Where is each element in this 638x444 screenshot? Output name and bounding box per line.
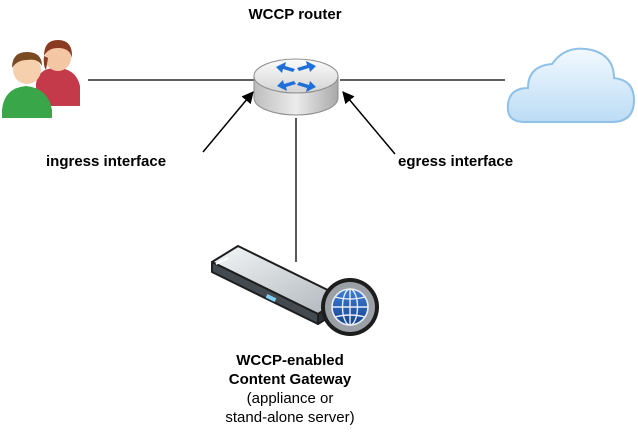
gateway-note-line1: (appliance or — [246, 390, 334, 407]
gateway-caption: WCCP-enabled Content Gateway (appliance … — [190, 351, 390, 427]
router-icon — [253, 58, 339, 116]
ingress-arrow — [202, 91, 254, 153]
ingress-interface-label: ingress interface — [46, 153, 167, 170]
gateway-note-line2: stand-alone server) — [225, 409, 355, 426]
gateway-title-line2: Content Gateway — [228, 371, 352, 388]
gateway-title-line1: WCCP-enabled — [236, 352, 344, 369]
cloud-icon — [506, 47, 636, 123]
egress-arrow — [342, 91, 396, 155]
users-icon — [2, 40, 80, 118]
connection-lines — [88, 79, 505, 262]
globe-icon — [321, 278, 379, 336]
router-title: WCCP router — [248, 6, 342, 23]
egress-interface-label: egress interface — [398, 153, 514, 170]
